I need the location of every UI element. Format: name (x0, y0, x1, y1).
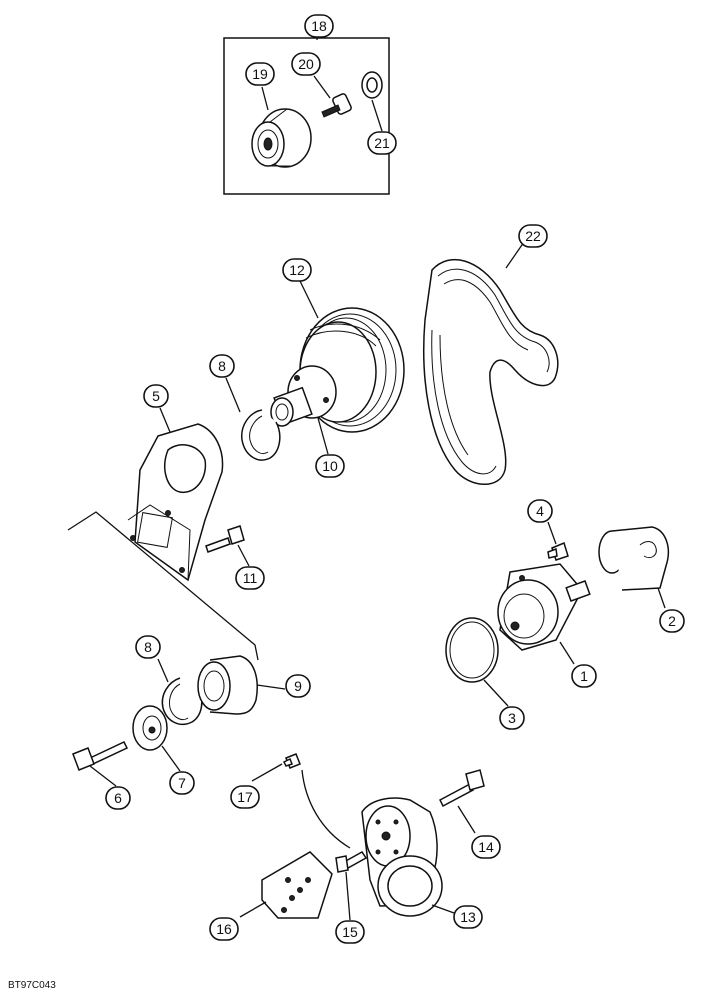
svg-text:19: 19 (252, 66, 268, 82)
callout-21: 21 (367, 131, 397, 155)
idler-bolt (321, 93, 352, 118)
callout-6: 6 (105, 786, 131, 810)
svg-text:12: 12 (289, 262, 305, 278)
callout-18: 18 (304, 14, 334, 38)
svg-text:13: 13 (460, 909, 476, 925)
svg-text:11: 11 (243, 570, 258, 586)
retaining-ring-upper (241, 409, 281, 461)
leader-lines (89, 75, 666, 921)
idler-pulley-bearing (251, 108, 312, 168)
svg-text:9: 9 (294, 678, 302, 694)
callout-3: 3 (499, 706, 525, 730)
svg-text:8: 8 (144, 639, 152, 655)
svg-text:1: 1 (580, 668, 588, 684)
serpentine-belt (423, 259, 559, 485)
svg-text:16: 16 (216, 921, 232, 937)
water-pump-cover (598, 526, 670, 591)
callout-13: 13 (453, 905, 483, 929)
callout-14: 14 (471, 835, 501, 859)
callout-10: 10 (315, 454, 345, 478)
svg-text:5: 5 (152, 388, 160, 404)
tensioner-pivot-bolt (335, 851, 368, 873)
callout-5: 5 (143, 384, 169, 408)
callout-9: 9 (285, 674, 311, 698)
callout-4: 4 (527, 499, 553, 523)
water-pump-bolt (547, 541, 569, 561)
water-pump-o-ring (445, 617, 499, 683)
bearing-pulley (197, 655, 258, 715)
belt-tensioner (361, 797, 443, 917)
callout-15: 15 (335, 920, 365, 944)
callout-17: 17 (230, 785, 260, 809)
svg-text:2: 2 (668, 613, 676, 629)
callout-20: 20 (291, 52, 321, 76)
bracket-reference-line (67, 511, 259, 661)
svg-text:3: 3 (508, 710, 516, 726)
pulley-bolt (72, 741, 129, 771)
svg-text:10: 10 (322, 458, 338, 474)
mounting-bracket (127, 423, 224, 582)
callout-19: 19 (245, 62, 275, 86)
callout-16: 16 (209, 917, 239, 941)
svg-text:22: 22 (525, 228, 541, 244)
svg-text:14: 14 (478, 839, 494, 855)
svg-text:8: 8 (218, 358, 226, 374)
callout-2: 2 (659, 609, 685, 633)
bracket-bolt (205, 525, 245, 553)
svg-text:17: 17 (237, 789, 253, 805)
svg-text:18: 18 (311, 18, 327, 34)
svg-text:15: 15 (342, 924, 358, 940)
inset-box (223, 37, 390, 195)
svg-text:4: 4 (536, 503, 544, 519)
svg-text:6: 6 (114, 790, 122, 806)
svg-text:7: 7 (178, 775, 186, 791)
tensioner-bolt (439, 769, 485, 808)
callout-11: 11 (235, 566, 265, 590)
water-pump (497, 563, 591, 651)
figure-code: BT97C043 (8, 980, 56, 991)
pulley-washer (132, 705, 168, 751)
callout-22: 22 (518, 224, 548, 248)
callout-7: 7 (169, 771, 195, 795)
svg-text:21: 21 (374, 135, 390, 151)
tensioner-mount-bolt (282, 753, 301, 769)
callout-8-lower: 8 (135, 635, 161, 659)
callout-1: 1 (571, 664, 597, 688)
retaining-ring-lower (161, 677, 203, 726)
idler-washer (361, 71, 383, 99)
svg-text:20: 20 (298, 56, 314, 72)
tensioner-plate (261, 851, 333, 919)
callout-8-upper: 8 (209, 354, 235, 378)
pulley-hub (270, 365, 337, 427)
callout-12: 12 (282, 258, 312, 282)
